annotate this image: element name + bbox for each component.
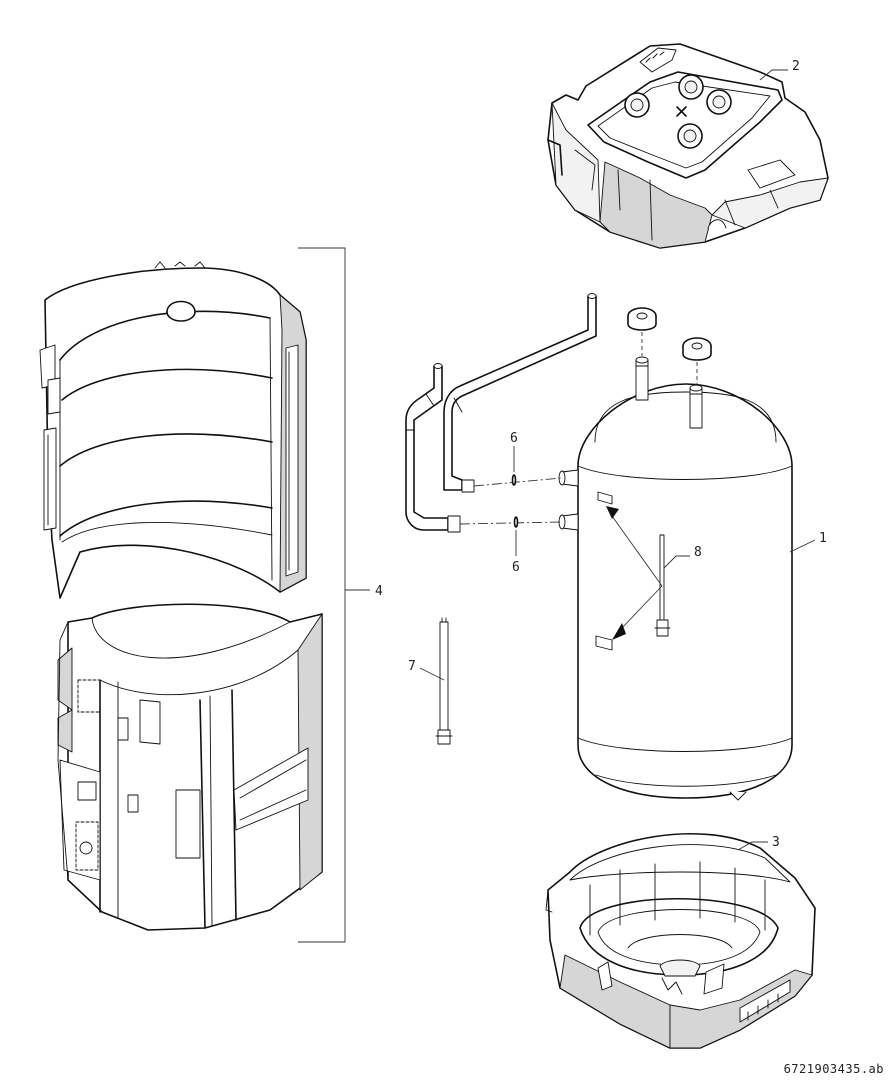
base-part bbox=[545, 832, 816, 1049]
tank-part bbox=[577, 383, 793, 801]
insulation-jacket-lower bbox=[57, 603, 323, 931]
callout-leaders bbox=[298, 69, 816, 943]
callout-tank-1: 1 bbox=[819, 531, 827, 546]
callout-base-3: 3 bbox=[772, 835, 780, 850]
callout-sensor-8: 8 bbox=[694, 545, 702, 560]
callout-tank-2: 2 bbox=[792, 59, 800, 74]
top-cover-part bbox=[547, 43, 829, 249]
insulation-jacket-upper bbox=[39, 261, 307, 599]
callout-seal-6-lower: 6 bbox=[512, 560, 520, 575]
document-id: 6721903435.ab bbox=[784, 1062, 884, 1076]
callout-sensor-cable-7: 7 bbox=[408, 659, 416, 674]
callout-jacket-4: 4 bbox=[375, 584, 383, 599]
callout-seal-6-upper: 6 bbox=[510, 431, 518, 446]
tank-pipe-connections bbox=[558, 356, 703, 531]
connection-pipes bbox=[405, 293, 597, 533]
sensor-parts bbox=[435, 491, 671, 745]
pipe-caps bbox=[627, 307, 712, 384]
